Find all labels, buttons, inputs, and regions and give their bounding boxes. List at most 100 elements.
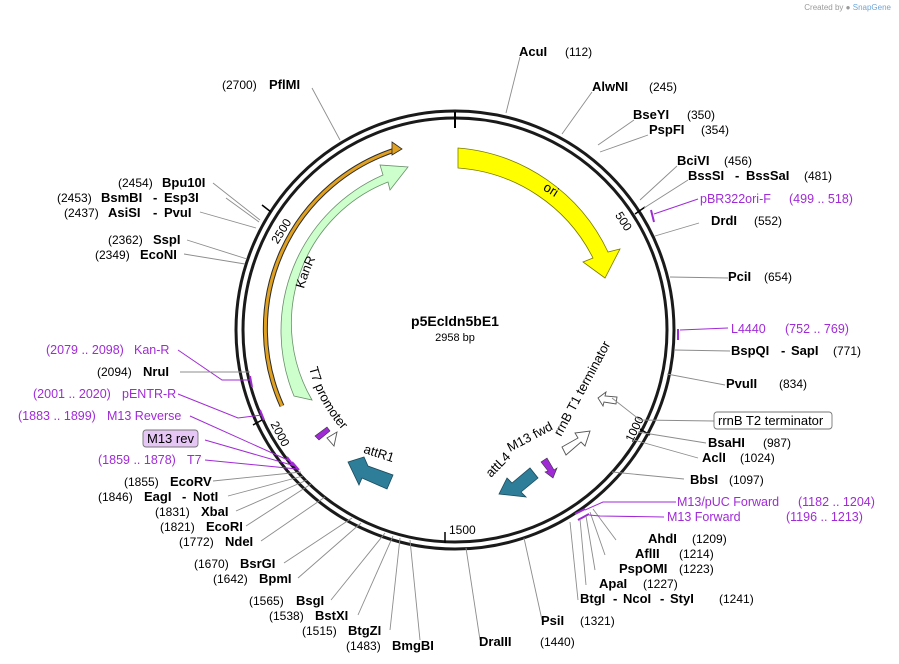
enzyme-asisi: AsiSI	[108, 205, 141, 220]
primer-pentr-label: pENTR-R	[122, 387, 176, 401]
enzyme-btgzi: BtgZI	[348, 623, 381, 638]
enzyme-bbsi-pos: (1097)	[729, 473, 764, 487]
enzyme-bbsi: BbsI	[690, 472, 718, 487]
enzyme-bpu10i: Bpu10I	[162, 175, 205, 190]
enzyme-bseyi: BseYI	[633, 107, 669, 122]
primer-m13reverse-label: M13 Reverse	[107, 409, 181, 423]
attr1-feature-arrow	[347, 456, 394, 490]
enzyme-noti: NotI	[193, 489, 218, 504]
enzyme-bsrgi: BsrGI	[240, 556, 275, 571]
enzyme-psii-pos: (1321)	[580, 614, 615, 628]
enzyme-bseyi-pos: (350)	[687, 108, 715, 122]
enzyme-bpu10i-pos: (2454)	[118, 176, 153, 190]
primer-kanr-label: Kan-R	[134, 343, 169, 357]
right-leader-lines	[465, 56, 731, 641]
primer-t7-label: T7	[187, 453, 202, 467]
enzyme-asisi-sep: -	[153, 205, 157, 220]
enzyme-asisi-pos: (2437)	[64, 206, 99, 220]
primer-m13forward-label: M13 Forward	[667, 510, 741, 524]
primer-t7-mark	[314, 426, 331, 441]
enzyme-ecori: EcoRI	[206, 519, 243, 534]
enzyme-drdi-pos: (552)	[754, 214, 782, 228]
enzyme-pcii: PciI	[728, 269, 751, 284]
enzyme-bspqi-sep: -	[781, 343, 785, 358]
rrnb-t2-leader	[611, 397, 715, 422]
enzyme-pcii-pos: (654)	[764, 270, 792, 284]
enzyme-nrui: NruI	[143, 364, 169, 379]
enzyme-sspi-pos: (2362)	[108, 233, 143, 247]
enzyme-bsmbi-pos: (2453)	[57, 191, 92, 205]
tick-mark-2000	[252, 419, 263, 426]
primer-l4440-range: (752 .. 769)	[785, 322, 849, 336]
primer-m13reverse-range: (1883 .. 1899)	[18, 409, 96, 423]
enzyme-nrui-pos: (2094)	[97, 365, 132, 379]
enzyme-acli-pos: (1024)	[740, 451, 775, 465]
enzyme-xbai: XbaI	[201, 504, 228, 519]
enzyme-ndei: NdeI	[225, 534, 253, 549]
enzyme-sspi: SspI	[153, 232, 180, 247]
m13-rev-label: M13 rev	[147, 431, 194, 446]
enzyme-bmgbi: BmgBI	[392, 638, 434, 653]
attl4-feature-arrow	[498, 467, 539, 498]
snapgene-credit: Created by ● SnapGene	[804, 3, 891, 12]
primer-leader-lines	[177, 198, 729, 518]
m13-rev-box	[142, 429, 199, 448]
enzyme-styi-pos: (1241)	[719, 592, 754, 606]
snapgene-logo-icon: ●	[845, 3, 851, 12]
left-leader-lines	[180, 87, 421, 641]
enzyme-bstxi: BstXI	[315, 608, 348, 623]
ori-feature-arrow	[457, 147, 621, 279]
enzyme-econi: EcoNI	[140, 247, 177, 262]
left-enzyme-labels: (2700) PflMI (2454) Bpu10I (2453) BsmBI …	[57, 77, 434, 653]
primer-pbr322ori-mark	[650, 209, 655, 223]
plasmid-name: p5Ecldn5bE1	[411, 313, 499, 329]
ori-feature-label: ori	[541, 179, 561, 199]
primer-kanr-range: (2079 .. 2098)	[46, 343, 124, 357]
backbone-outer	[234, 109, 676, 551]
enzyme-ecorv-pos: (1855)	[124, 475, 159, 489]
enzyme-ndei-pos: (1772)	[179, 535, 214, 549]
enzyme-ahdi: AhdI	[648, 531, 677, 546]
enzyme-eagi: EagI	[144, 489, 171, 504]
enzyme-alwni-pos: (245)	[649, 80, 677, 94]
enzyme-draiii-pos: (1440)	[540, 635, 575, 649]
attr1-feature-label: attR1	[362, 441, 396, 465]
enzyme-alwni: AlwNI	[592, 79, 628, 94]
enzyme-bpmi-pos: (1642)	[213, 572, 248, 586]
rrnb-t2-box	[713, 411, 833, 430]
enzyme-bstxi-pos: (1538)	[269, 609, 304, 623]
primer-labels: pBR322ori-F (499 .. 518) L4440 (752 .. 7…	[18, 192, 875, 524]
enzyme-pspfi: PspFI	[649, 122, 684, 137]
right-enzyme-labels: AcuI (112) AlwNI (245) BseYI (350) PspFI…	[479, 44, 861, 649]
primer-pentr-range: (2001 .. 2020)	[33, 387, 111, 401]
enzyme-btgzi-pos: (1515)	[302, 624, 337, 638]
enzyme-pflmi: PflMI	[269, 77, 300, 92]
tick-label-1500: 1500	[449, 523, 476, 537]
tick-mark-2500	[261, 204, 272, 213]
enzyme-acui: AcuI	[519, 44, 547, 59]
rrnb-t1-arrow-icon	[561, 430, 591, 456]
primer-t7-ring-mark	[291, 461, 300, 471]
enzyme-bsahi: BsaHI	[708, 435, 745, 450]
rrnb-t1-feature-label: rrnB T1 terminator	[550, 338, 613, 439]
primer-m13puc-range: (1182 .. 1204)	[798, 495, 875, 509]
tick-mark-500	[634, 206, 646, 215]
primer-l4440-label: L4440	[731, 322, 766, 336]
rrnb-t2-label: rrnB T2 terminator	[718, 413, 824, 428]
primer-m13forward-range: (1196 .. 1213)	[786, 510, 863, 524]
primer-m13forward-mark	[577, 513, 590, 521]
enzyme-pvui: PvuI	[164, 205, 191, 220]
enzyme-sapi-pos: (771)	[833, 344, 861, 358]
enzyme-bmgbi-pos: (1483)	[346, 639, 381, 653]
enzyme-bsahi-pos: (987)	[763, 436, 791, 450]
enzyme-bsssi-sep: -	[735, 168, 739, 183]
enzyme-eagi-sep: -	[182, 489, 186, 504]
rrnb-t2-arrow-icon	[597, 390, 618, 408]
enzyme-bsssi: BssSI	[688, 168, 724, 183]
primer-kanr-mark	[249, 375, 253, 388]
m13-fwd-feature-arrow	[540, 457, 558, 479]
enzyme-pflmi-pos: (2700)	[222, 78, 257, 92]
primer-pbr322ori-label: pBR322ori-F	[700, 192, 771, 206]
enzyme-bsmbi-sep: -	[153, 190, 157, 205]
enzyme-bpmi: BpmI	[259, 571, 292, 586]
